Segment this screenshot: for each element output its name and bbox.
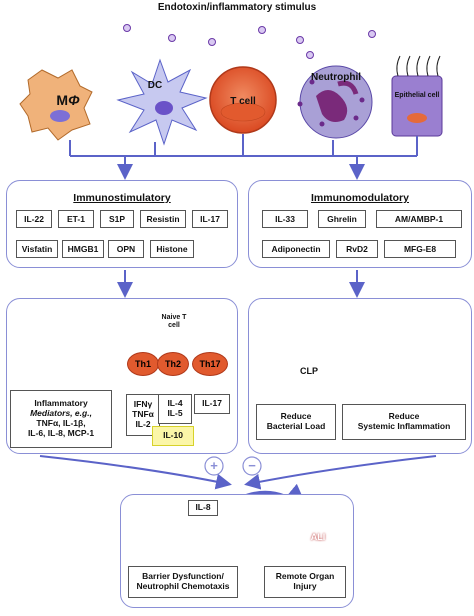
th17-output-box: IL-17 <box>194 394 230 414</box>
immunomodulatory-title: Immunomodulatory <box>310 192 409 204</box>
t-cell <box>209 66 277 134</box>
top-connectors <box>69 134 418 298</box>
reduce-bacterial-load-box: Reduce Bacterial Load <box>256 404 336 440</box>
immunomodulatory-item: MFG-E8 <box>384 240 456 258</box>
immunomodulatory-item: AM/AMBP-1 <box>376 210 462 228</box>
th17-cell: Th17 <box>192 352 228 376</box>
th2-output-box: IL-4 IL-5 <box>158 394 192 424</box>
reduce-systemic-inflammation-box: Reduce Systemic Inflammation <box>342 404 466 440</box>
immunomodulatory-item: RvD2 <box>336 240 378 258</box>
reduce-inflam-line-1: Reduce <box>388 411 420 422</box>
plus-circle <box>204 456 224 476</box>
th1-output-1: IFNγ <box>133 399 153 410</box>
immunostimulatory-item: ET-1 <box>58 210 94 228</box>
remote-line-1: Remote Organ <box>275 571 335 582</box>
th2-output-1: IL-4 <box>167 398 183 409</box>
clp-label: CLP <box>300 366 318 376</box>
mediators-line-4: IL-6, IL-8, MCP-1 <box>27 427 95 438</box>
macrophage-label: MΦ <box>56 92 80 108</box>
immunostimulatory-item: Visfatin <box>16 240 58 258</box>
th2-cell: Th2 <box>157 352 189 376</box>
diagram-title: Endotoxin/inflammatory stimulus <box>157 2 317 13</box>
epithelial-cell <box>391 55 443 137</box>
th1-output-2: TNFα <box>132 409 154 420</box>
remote-organ-injury-box: Remote Organ Injury <box>264 566 346 598</box>
immunomodulatory-item: Adiponectin <box>262 240 330 258</box>
minus-sign: − <box>248 458 256 473</box>
barrier-line-1: Barrier Dysfunction/ <box>142 571 224 582</box>
endotoxin-particles <box>123 24 376 59</box>
th1-output-3: IL-2 <box>135 418 151 429</box>
neutrophil-cell <box>297 65 373 139</box>
immunomodulatory-item: Ghrelin <box>318 210 366 228</box>
dc-label: DC <box>147 80 163 91</box>
il10-box: IL-10 <box>152 426 194 446</box>
mediators-line-1: Inflammatory <box>34 398 88 409</box>
inflammatory-mediators-box: Inflammatory Mediators, e.g., TNFα, IL-1… <box>10 390 112 448</box>
ali-label: ALI <box>310 532 326 542</box>
reduce-load-line-1: Reduce <box>280 411 312 422</box>
macrophage-cell <box>19 69 93 141</box>
th1-cell: Th1 <box>127 352 159 376</box>
immunostimulatory-title: Immunostimulatory <box>73 192 171 204</box>
immunostimulatory-item: OPN <box>108 240 144 258</box>
mediators-line-2: Mediators, e.g., <box>30 408 92 419</box>
immunostimulatory-item: Resistin <box>140 210 186 228</box>
naive-tcell-label: Naive T cell <box>161 314 187 330</box>
plus-sign: + <box>210 458 218 473</box>
remote-line-2: Injury <box>293 581 317 591</box>
barrier-line-2: Neutrophil Chemotaxis <box>136 581 230 591</box>
neutrophil-label: Neutrophil <box>311 72 361 83</box>
minus-circle <box>242 456 262 476</box>
tcell-label: T cell <box>230 96 256 107</box>
dendritic-cell <box>116 58 208 146</box>
barrier-dysfunction-box: Barrier Dysfunction/ Neutrophil Chemotax… <box>128 566 238 598</box>
immunomodulatory-item: IL-33 <box>262 210 308 228</box>
converge-arrows <box>39 455 437 490</box>
il8-box: IL-8 <box>188 500 218 516</box>
immunostimulatory-item: HMGB1 <box>62 240 104 258</box>
immunostimulatory-item: IL-22 <box>16 210 52 228</box>
immunostimulatory-item: Histone <box>150 240 194 258</box>
reduce-inflam-line-2: Systemic Inflammation <box>357 421 451 431</box>
th2-output-2: IL-5 <box>167 408 183 418</box>
immunostimulatory-item: IL-17 <box>192 210 228 228</box>
immunostimulatory-item: S1P <box>100 210 134 228</box>
reduce-load-line-2: Bacterial Load <box>266 421 326 431</box>
epithelial-label: Epithelial cell <box>394 92 440 99</box>
mediators-line-3: TNFα, IL-1β, <box>36 418 86 428</box>
